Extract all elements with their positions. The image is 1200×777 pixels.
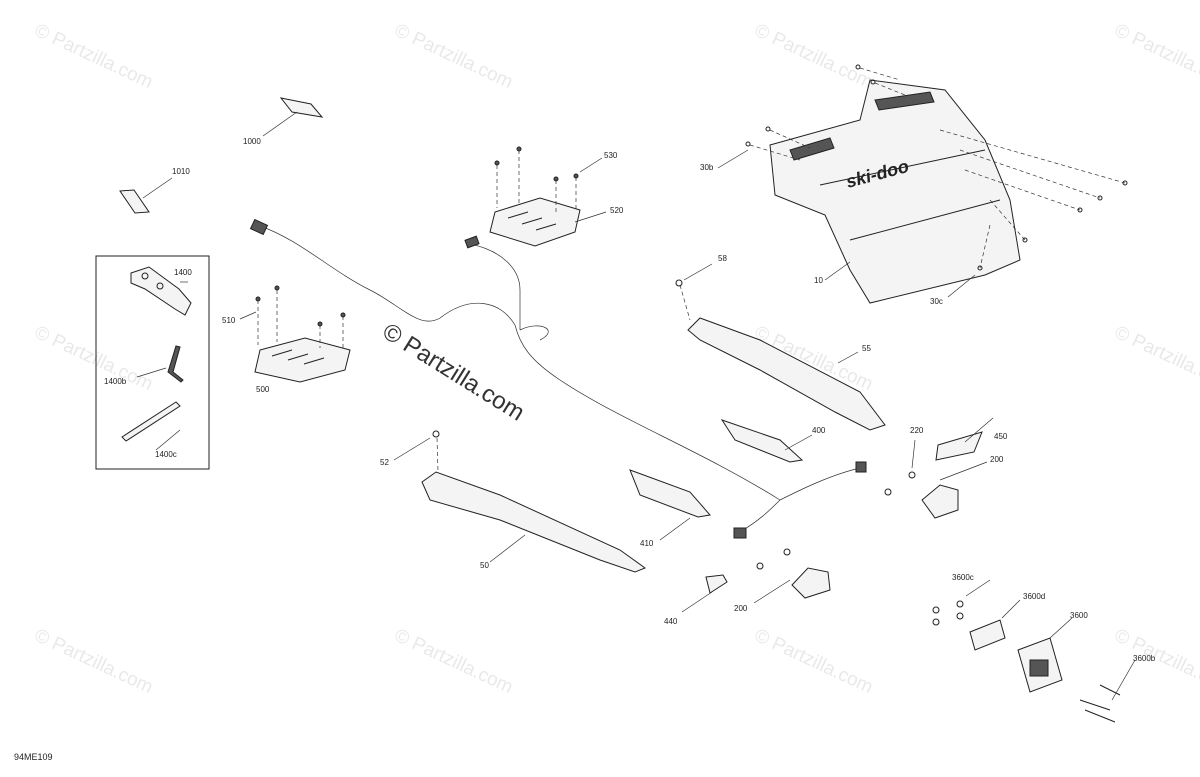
trim-440	[705, 574, 728, 594]
connector	[464, 235, 480, 249]
callout-label: 3600b	[1133, 654, 1156, 663]
callout-label: 52	[380, 458, 389, 467]
tool-kit-box	[95, 255, 210, 470]
rear-panel-10	[769, 79, 1021, 304]
callout-label: 500	[256, 385, 270, 394]
hitch-plate-3600d	[969, 619, 1006, 651]
callout-label: 3600c	[952, 573, 974, 582]
callout-label: 410	[640, 539, 654, 548]
decal-1000	[279, 97, 324, 118]
connector	[733, 527, 747, 539]
callout-label: 10	[814, 276, 823, 285]
decal-1010	[119, 189, 150, 214]
callout-label: 530	[604, 151, 618, 160]
strap-1400c	[121, 401, 181, 442]
callout-label: 3600	[1070, 611, 1088, 620]
callout-label: 200	[990, 455, 1004, 464]
wiring-harness	[259, 225, 781, 501]
trim-400	[720, 419, 804, 463]
callout-label: 3600d	[1023, 592, 1046, 601]
callout-label: 58	[718, 254, 727, 263]
callout-label: 400	[812, 426, 826, 435]
figure-code: 94ME109	[14, 752, 53, 762]
callout-label: 30b	[700, 163, 714, 172]
trim-410	[629, 469, 711, 518]
bracket-520	[489, 197, 581, 247]
callout-label: 200	[734, 604, 748, 613]
callout-label: 220	[910, 426, 924, 435]
callout-label: 1400c	[155, 450, 177, 459]
hex-key-1400b	[167, 345, 184, 383]
callout-label: 520	[610, 206, 624, 215]
callout-label: 30c	[930, 297, 943, 306]
callout-label: 440	[664, 617, 678, 626]
light-200-lower	[791, 567, 831, 599]
callout-label: 1400b	[104, 377, 127, 386]
callout-label: 1010	[172, 167, 190, 176]
connector	[249, 218, 269, 236]
callout-label: 1000	[243, 137, 261, 146]
side-rail-50	[421, 471, 647, 573]
callout-label: 450	[994, 432, 1008, 441]
bracket-500	[254, 337, 351, 383]
callout-label: 510	[222, 316, 236, 325]
connector	[855, 461, 867, 473]
callout-label: 1400	[174, 268, 192, 277]
decal-450	[935, 431, 983, 461]
side-rail-55	[687, 317, 886, 431]
light-200-upper	[921, 484, 959, 519]
callout-label: 55	[862, 344, 871, 353]
callout-label: 50	[480, 561, 489, 570]
